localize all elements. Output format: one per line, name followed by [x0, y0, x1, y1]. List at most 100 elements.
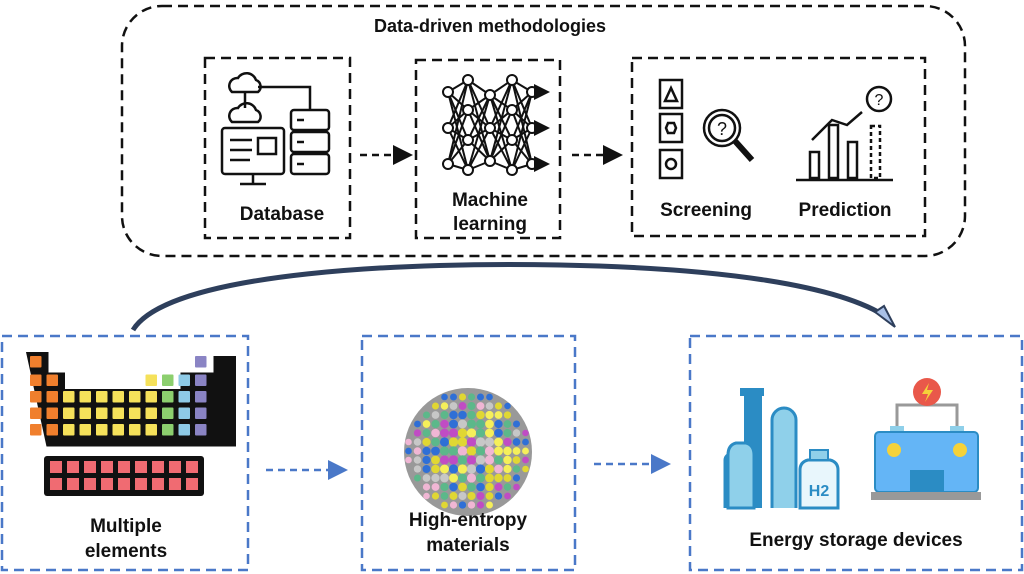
nn-node	[484, 122, 496, 134]
atom	[486, 393, 493, 401]
element-cell	[135, 461, 147, 473]
atom	[494, 446, 503, 456]
atom	[485, 492, 494, 500]
element-cell	[30, 391, 42, 403]
atom	[458, 402, 467, 410]
nn-node	[506, 164, 518, 176]
element-cell	[162, 407, 174, 419]
element-cell	[101, 478, 113, 490]
atom	[440, 402, 449, 410]
atom	[503, 437, 512, 447]
hea-label-line1: High-entropy	[409, 510, 528, 531]
element-cell	[129, 424, 141, 436]
atom	[466, 437, 477, 447]
nn-node	[526, 158, 538, 170]
atom	[513, 483, 520, 491]
atom	[484, 455, 495, 465]
element-cell	[195, 356, 207, 368]
atom	[475, 464, 486, 474]
database-icon	[220, 71, 331, 186]
element-cell	[118, 461, 130, 473]
nn-node	[506, 74, 518, 86]
atom	[466, 464, 477, 474]
periodic-table-icon	[26, 352, 236, 496]
atom	[413, 465, 422, 473]
atom	[522, 456, 529, 464]
element-cell	[135, 478, 147, 490]
atom	[476, 482, 485, 492]
atom	[448, 428, 459, 438]
atom	[431, 483, 440, 491]
element-cell	[46, 374, 58, 386]
element-cell	[96, 391, 108, 403]
atom	[503, 455, 512, 465]
atom	[494, 437, 503, 447]
atom	[466, 428, 477, 438]
nn-node	[484, 155, 496, 167]
atom	[440, 410, 449, 420]
database-label: Database	[240, 204, 325, 225]
atom	[458, 491, 467, 501]
atom	[439, 446, 450, 456]
atom	[449, 410, 458, 420]
atom	[476, 410, 485, 420]
nn-node	[442, 158, 454, 170]
atom	[449, 492, 458, 500]
atom	[522, 465, 529, 473]
atom	[503, 446, 512, 456]
atom	[457, 419, 468, 429]
atom	[457, 446, 468, 456]
atom	[440, 464, 449, 474]
atom	[448, 464, 459, 474]
atom	[467, 393, 476, 401]
atom	[457, 437, 468, 447]
atom	[422, 474, 431, 482]
nn-node	[462, 134, 474, 146]
atom	[512, 420, 521, 428]
element-cell	[30, 407, 42, 419]
atom	[466, 446, 477, 456]
svg-text:?: ?	[717, 119, 727, 139]
atom	[431, 428, 440, 438]
element-cell	[67, 461, 79, 473]
element-cell	[195, 374, 207, 386]
atom	[503, 428, 512, 438]
atom	[485, 482, 494, 492]
atom	[503, 483, 512, 491]
atom	[441, 393, 448, 401]
atom	[494, 483, 503, 491]
element-cell	[195, 407, 207, 419]
atom	[466, 419, 477, 429]
element-cell	[63, 424, 75, 436]
element-cell	[145, 424, 157, 436]
atom	[503, 420, 512, 428]
atom	[475, 446, 486, 456]
nn-node	[506, 134, 518, 146]
atom	[467, 482, 476, 492]
element-cell	[30, 356, 42, 368]
atom	[503, 474, 512, 482]
screening-prediction-box	[630, 56, 927, 238]
atom	[431, 492, 440, 500]
element-cell	[96, 407, 108, 419]
atom	[422, 483, 431, 491]
atom	[458, 482, 467, 492]
atom	[413, 447, 422, 455]
nn-node	[442, 86, 454, 98]
element-cell	[186, 461, 198, 473]
element-cell	[129, 407, 141, 419]
atom	[422, 464, 431, 474]
atom	[476, 402, 485, 410]
element-cell	[50, 478, 62, 490]
ml-label-line2: learning	[453, 214, 527, 235]
nn-node	[462, 104, 474, 116]
atom	[422, 428, 431, 438]
element-cell	[145, 407, 157, 419]
element-cell	[118, 478, 130, 490]
atom	[422, 420, 431, 428]
element-cell	[152, 461, 164, 473]
atom	[440, 428, 449, 438]
atom	[503, 411, 512, 419]
element-cell	[50, 461, 62, 473]
